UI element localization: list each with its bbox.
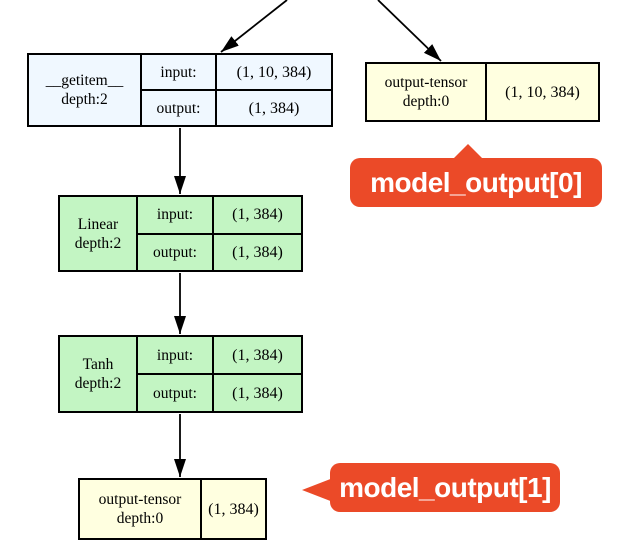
node-depth: depth:0 bbox=[402, 93, 450, 110]
io-key: output: bbox=[142, 91, 217, 125]
node-linear-io: input: (1, 384) output: (1, 384) bbox=[138, 197, 301, 270]
node-output-tensor-1-label: output-tensor depth:0 bbox=[80, 480, 202, 538]
node-output-tensor-1: output-tensor depth:0 (1, 384) bbox=[78, 478, 267, 540]
io-shape: (1, 384) bbox=[232, 206, 283, 224]
node-tanh-label: Tanh depth:2 bbox=[60, 337, 138, 411]
io-key: input: bbox=[142, 55, 217, 89]
node-depth: depth:2 bbox=[61, 91, 108, 108]
io-shape: (1, 384) bbox=[232, 384, 283, 402]
io-shape: (1, 384) bbox=[232, 243, 283, 261]
io-row-output: output: (1, 384) bbox=[142, 91, 331, 125]
node-getitem-label: __getitem__ depth:2 bbox=[29, 55, 142, 125]
io-row-input: input: (1, 384) bbox=[138, 197, 301, 235]
io-shape: (1, 10, 384) bbox=[236, 63, 312, 81]
callout-1-pointer-left bbox=[302, 478, 333, 502]
io-key: output: bbox=[138, 234, 214, 270]
callout-model-output-0: model_output[0] bbox=[350, 158, 602, 207]
node-title: Tanh bbox=[82, 356, 114, 373]
io-key: input: bbox=[138, 337, 214, 373]
node-linear-label: Linear depth:2 bbox=[60, 197, 138, 270]
node-depth: depth:0 bbox=[116, 510, 164, 527]
node-output-tensor-0-label: output-tensor depth:0 bbox=[367, 64, 487, 120]
tensor-shape: (1, 10, 384) bbox=[505, 83, 580, 101]
edge-input-to-getitem bbox=[220, 0, 288, 53]
io-shape: (1, 384) bbox=[232, 346, 283, 364]
node-tanh-io: input: (1, 384) output: (1, 384) bbox=[138, 337, 301, 411]
node-linear: Linear depth:2 input: (1, 384) output: (… bbox=[58, 195, 303, 272]
io-row-input: input: (1, 10, 384) bbox=[142, 55, 331, 91]
edge-input-to-output-tensor-0 bbox=[377, 0, 442, 62]
io-row-output: output: (1, 384) bbox=[138, 375, 301, 411]
node-output-tensor-0: output-tensor depth:0 (1, 10, 384) bbox=[365, 62, 600, 122]
tensor-shape: (1, 384) bbox=[208, 500, 259, 518]
node-title: output-tensor bbox=[98, 491, 182, 508]
node-title: output-tensor bbox=[384, 74, 468, 91]
io-shape: (1, 384) bbox=[248, 99, 300, 117]
io-row-input: input: (1, 384) bbox=[138, 337, 301, 375]
io-row-output: output: (1, 384) bbox=[138, 234, 301, 270]
callout-label: model_output[0] bbox=[370, 166, 582, 198]
callout-label: model_output[1] bbox=[339, 471, 551, 503]
node-tanh: Tanh depth:2 input: (1, 384) output: (1,… bbox=[58, 335, 303, 413]
callout-model-output-1: model_output[1] bbox=[330, 463, 560, 512]
node-getitem: __getitem__ depth:2 input: (1, 10, 384) … bbox=[27, 53, 333, 127]
node-title: Linear bbox=[77, 215, 119, 233]
node-getitem-io: input: (1, 10, 384) output: (1, 384) bbox=[142, 55, 331, 125]
io-key: output: bbox=[138, 375, 214, 411]
node-depth: depth:2 bbox=[74, 234, 122, 252]
node-depth: depth:2 bbox=[74, 375, 122, 392]
node-title: __getitem__ bbox=[45, 72, 124, 89]
io-key: input: bbox=[138, 197, 214, 233]
